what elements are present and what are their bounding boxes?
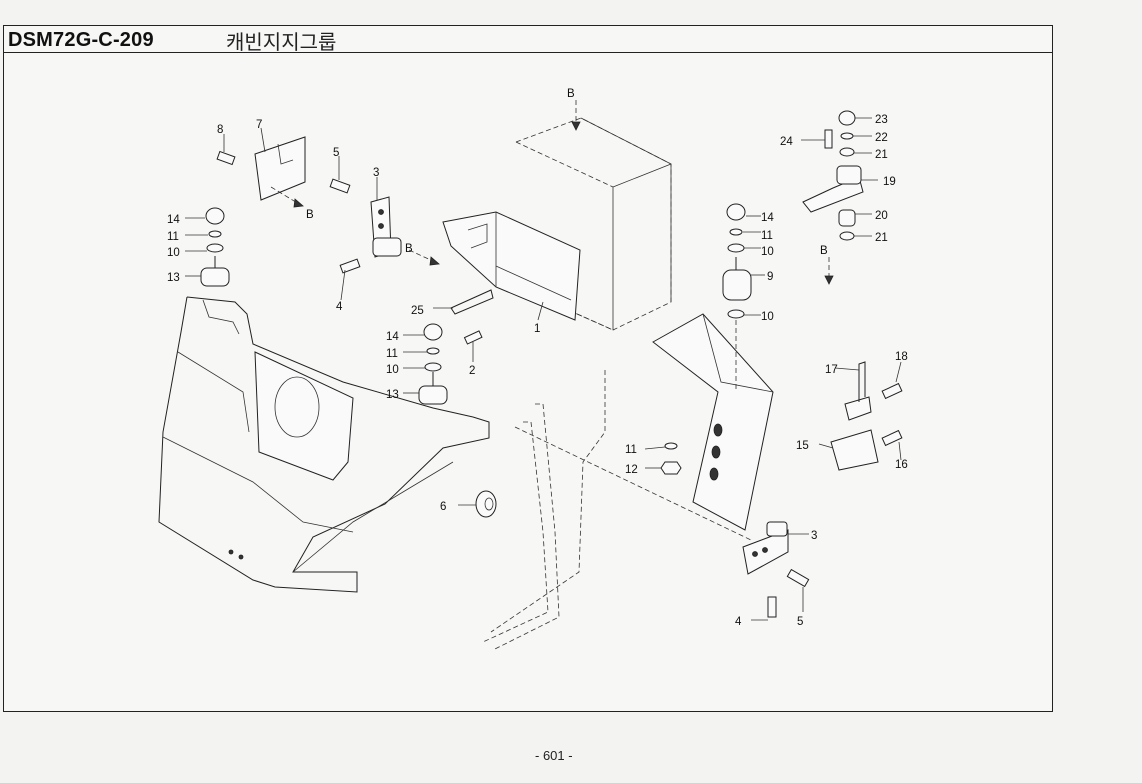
callout-10-left: 10 xyxy=(167,247,180,259)
callout-labels: 1 2 3 3 4 4 5 5 6 7 8 9 10 10 10 10 11 1… xyxy=(167,88,908,628)
bracket-3-upper xyxy=(329,178,402,274)
exploded-parts-diagram: 1 2 3 3 4 4 5 5 6 7 8 9 10 10 10 10 11 1… xyxy=(158,88,908,651)
callout-4-lower: 4 xyxy=(735,616,742,628)
callout-11-center: 11 xyxy=(386,348,398,360)
callout-14-left: 14 xyxy=(167,214,180,226)
bracket-3-lower xyxy=(742,521,789,575)
callout-10-right-lower: 10 xyxy=(761,311,774,323)
callout-3-lower: 3 xyxy=(811,530,817,542)
drawing-code: DSM72G-C-209 xyxy=(8,29,154,51)
callout-14-center: 14 xyxy=(386,331,399,343)
callout-19: 19 xyxy=(883,176,896,188)
bracket-19-24 xyxy=(802,110,864,241)
drawing-frame: DSM72G-C-209 캐빈지지그룹 xyxy=(3,25,1053,712)
bracket-15-17 xyxy=(830,361,903,471)
callout-14-right: 14 xyxy=(761,212,774,224)
page-number: - 601 - xyxy=(535,748,573,763)
callout-15: 15 xyxy=(796,440,809,452)
callout-21-upper: 21 xyxy=(875,149,888,161)
callout-25: 25 xyxy=(411,305,424,317)
callout-22: 22 xyxy=(875,132,888,144)
callout-4-upper: 4 xyxy=(336,301,343,313)
callout-1: 1 xyxy=(534,323,540,335)
callout-21-lower: 21 xyxy=(875,232,888,244)
callout-10-right: 10 xyxy=(761,246,774,258)
bushing-6 xyxy=(475,490,497,518)
title-bar: DSM72G-C-209 캐빈지지그룹 xyxy=(4,26,1052,54)
bracket-plate-1 xyxy=(442,211,581,321)
callout-23: 23 xyxy=(875,114,888,126)
nut-washer-lower xyxy=(660,442,682,475)
callout-10-center: 10 xyxy=(386,364,399,376)
view-marker-b-top: B xyxy=(567,88,575,100)
callout-20: 20 xyxy=(875,210,888,222)
mount-stack-right xyxy=(722,203,752,392)
right-support-bracket xyxy=(652,313,774,531)
bracket-7 xyxy=(216,136,306,201)
view-marker-b-right: B xyxy=(820,245,828,257)
callout-11-lower: 11 xyxy=(625,444,637,456)
callout-12: 12 xyxy=(625,464,638,476)
callout-13-left: 13 xyxy=(167,272,180,284)
callout-8: 8 xyxy=(217,124,223,136)
mount-stack-center xyxy=(418,289,494,405)
view-marker-b-center: B xyxy=(405,243,413,255)
callout-16: 16 xyxy=(895,459,908,471)
bolts-4-5-lower xyxy=(767,568,810,618)
view-marker-b-bracket7: B xyxy=(306,209,314,221)
leader-lines xyxy=(185,117,902,621)
callout-18: 18 xyxy=(895,351,908,363)
callout-5-lower: 5 xyxy=(797,616,803,628)
hydraulic-lines xyxy=(482,370,752,651)
callout-17: 17 xyxy=(825,364,838,376)
callout-6: 6 xyxy=(440,501,446,513)
callout-7: 7 xyxy=(256,119,262,131)
drawing-title: 캐빈지지그룹 xyxy=(226,30,337,54)
callout-9: 9 xyxy=(767,271,773,283)
callout-5-upper: 5 xyxy=(333,147,339,159)
callout-11-right: 11 xyxy=(761,230,773,242)
callout-24: 24 xyxy=(780,136,793,148)
callout-13-center: 13 xyxy=(386,389,399,401)
view-arrows xyxy=(270,100,834,285)
callout-11-left: 11 xyxy=(167,231,179,243)
mount-stack-left xyxy=(200,207,230,287)
callout-2: 2 xyxy=(469,365,475,377)
callout-3-upper: 3 xyxy=(373,167,379,179)
main-frame xyxy=(158,296,490,593)
